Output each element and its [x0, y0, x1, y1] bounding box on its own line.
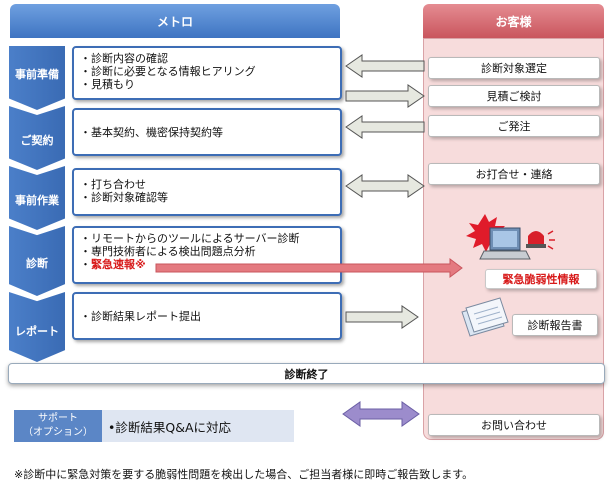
metro-box-contract: ・基本契約、機密保持契約等: [72, 108, 342, 156]
support-text: •診断結果Q&Aに対応: [102, 410, 294, 442]
list-item: ・打ち合わせ: [80, 178, 146, 191]
metro-box-report: ・診断結果レポート提出: [72, 292, 342, 340]
diagnosis-end-bar: 診断終了: [8, 363, 605, 384]
arrow-left-icon: [345, 115, 425, 139]
customer-order: ご発注: [428, 115, 600, 137]
list-item: ・見積もり: [80, 78, 135, 91]
stage-label: 診断: [26, 257, 48, 270]
stage-label: 事前作業: [15, 194, 59, 207]
footnote: ※診断中に緊急対策を要する脆弱性問題を検出した場合、ご担当者様に即時ご報告致しま…: [14, 468, 474, 481]
support-label-line2: （オプション）: [23, 427, 93, 438]
list-item: ・診断内容の確認: [80, 52, 168, 65]
list-item: ・診断に必要となる情報ヒアリング: [80, 65, 256, 78]
customer-inquiry: お問い合わせ: [428, 414, 600, 436]
metro-box-prework: ・打ち合わせ ・診断対象確認等: [72, 168, 342, 216]
metro-box-diagnosis: ・リモートからのツールによるサーバー診断 ・専門技術者による検出問題点分析 ・緊…: [72, 226, 342, 284]
siren-icon: [526, 230, 555, 250]
stage-preparation: 事前準備: [9, 46, 65, 110]
arrow-right-icon: [345, 84, 425, 108]
list-item: ・基本契約、機密保持契約等: [80, 125, 223, 139]
stage-label: ご契約: [20, 134, 54, 147]
stage-contract: ご契約: [9, 106, 65, 170]
list-item-urgent: ・緊急速報※: [80, 258, 146, 271]
customer-header: お客様: [423, 4, 604, 38]
stage-diagnosis: 診断: [9, 226, 65, 296]
stage-prework: 事前作業: [9, 166, 65, 230]
list-item: ・専門技術者による検出問題点分析: [80, 245, 256, 258]
metro-box-preparation: ・診断内容の確認 ・診断に必要となる情報ヒアリング ・見積もり: [72, 46, 342, 100]
support-label: サポート （オプション）: [14, 410, 102, 442]
urgent-report-text: 緊急速報※: [91, 258, 146, 271]
arrow-left-icon: [345, 54, 425, 78]
list-item: ・診断結果レポート提出: [80, 309, 201, 323]
stage-label: レポート: [15, 325, 59, 338]
arrow-double-icon: [345, 174, 425, 198]
report-document-icon: [461, 297, 509, 337]
metro-header: メトロ: [10, 4, 340, 38]
customer-quote-review: 見積ご検討: [428, 85, 600, 107]
customer-target-selection: 診断対象選定: [428, 57, 600, 79]
stage-report: レポート: [9, 292, 65, 362]
customer-contact: お打合せ・連絡: [428, 163, 600, 185]
stage-label: 事前準備: [15, 68, 59, 81]
customer-urgent-vuln: 緊急脆弱性情報: [485, 269, 597, 289]
support-arrow-icon: [342, 401, 420, 427]
arrow-right-icon: [345, 305, 419, 329]
support-label-line1: サポート: [38, 413, 78, 424]
list-item: ・診断対象確認等: [80, 191, 168, 204]
list-item: ・リモートからのツールによるサーバー診断: [80, 232, 300, 245]
customer-report: 診断報告書: [512, 314, 598, 336]
urgent-arrow-icon: [155, 258, 463, 278]
laptop-icon: [479, 227, 531, 260]
